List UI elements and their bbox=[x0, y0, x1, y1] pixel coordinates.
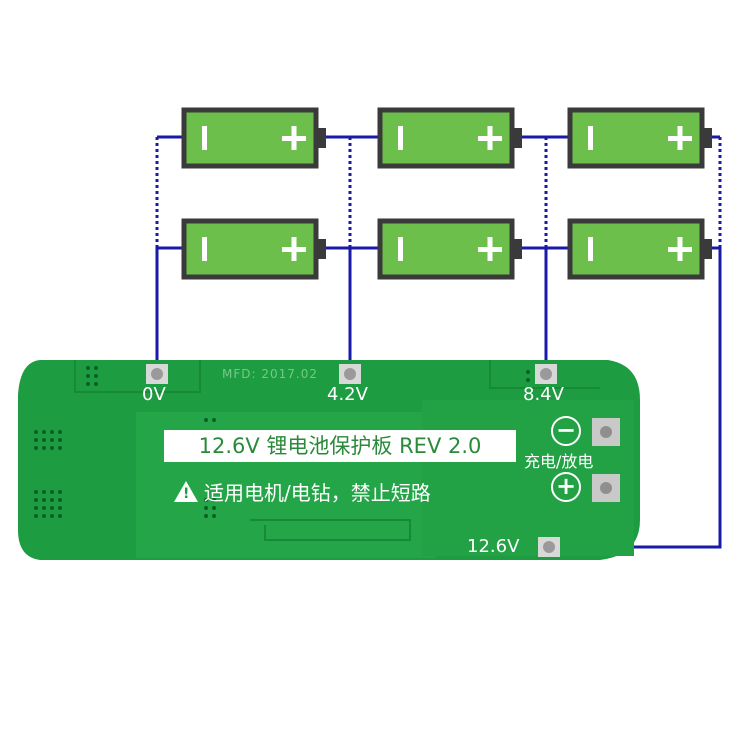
battery-minus-icon bbox=[588, 237, 593, 261]
battery-minus-icon bbox=[588, 126, 593, 150]
tap-label-4v2: 4.2V bbox=[327, 384, 368, 405]
warning-text: 适用电机/电钻，禁止短路 bbox=[204, 481, 431, 505]
battery-cell bbox=[567, 218, 712, 280]
board-title: 12.6V 锂电池保护板 REV 2.0 bbox=[164, 430, 516, 462]
battery-pack bbox=[181, 107, 712, 280]
via-holes bbox=[34, 366, 530, 518]
tap-label-0v: 0V bbox=[142, 384, 166, 405]
battery-cell bbox=[377, 107, 522, 169]
battery-cell bbox=[181, 218, 326, 280]
battery-minus-icon bbox=[202, 126, 207, 150]
battery-cell bbox=[567, 107, 712, 169]
battery-terminal bbox=[704, 128, 712, 148]
manufacture-date: MFD: 2017.02 bbox=[222, 367, 318, 381]
battery-minus-icon bbox=[202, 237, 207, 261]
tap-label-12v6: 12.6V bbox=[467, 536, 520, 557]
charge-discharge-label: 充电/放电 bbox=[524, 452, 594, 471]
battery-cell bbox=[181, 107, 326, 169]
battery-terminal bbox=[514, 128, 522, 148]
battery-plus-icon bbox=[677, 126, 683, 150]
battery-terminal bbox=[514, 239, 522, 259]
battery-terminal bbox=[704, 239, 712, 259]
battery-plus-icon bbox=[677, 237, 683, 261]
parallel-links bbox=[155, 137, 722, 248]
warning-icon: ! bbox=[174, 481, 198, 502]
battery-cell bbox=[377, 218, 522, 280]
plus-icon: + bbox=[551, 472, 581, 502]
battery-minus-icon bbox=[398, 237, 403, 261]
battery-plus-icon bbox=[487, 126, 493, 150]
battery-plus-icon bbox=[291, 237, 297, 261]
tap-label-8v4: 8.4V bbox=[523, 384, 564, 405]
solder-pads bbox=[146, 364, 620, 557]
warning-line: ! 适用电机/电钻，禁止短路 bbox=[174, 477, 431, 506]
battery-plus-icon bbox=[487, 237, 493, 261]
battery-plus-icon bbox=[291, 126, 297, 150]
battery-terminal bbox=[318, 239, 326, 259]
battery-minus-icon bbox=[398, 126, 403, 150]
battery-terminal bbox=[318, 128, 326, 148]
minus-icon: − bbox=[551, 416, 581, 446]
